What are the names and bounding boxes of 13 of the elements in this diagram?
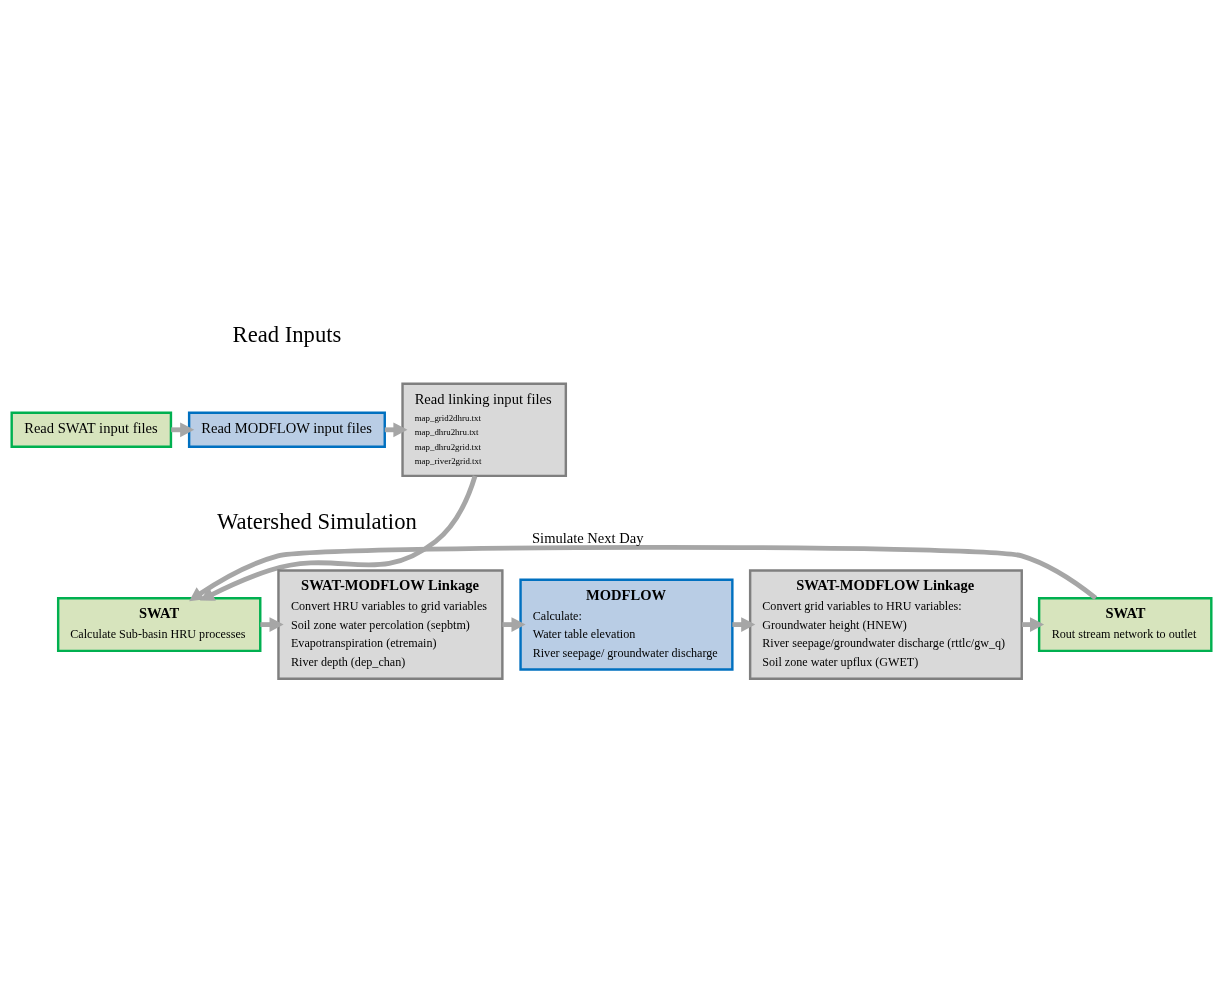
arrow	[199, 475, 478, 601]
edge-label: Simulate Next Day	[532, 529, 644, 546]
node-box: Read SWAT input files	[10, 411, 173, 448]
node-box: MODFLOW Calculate: Water table elevation River seepage/ groundwater discharge	[519, 578, 734, 671]
node-box: Read MODFLOW input files	[187, 411, 386, 448]
node-box: SWAT Calculate Sub-basin HRU processes	[56, 597, 262, 653]
node-box: SWAT-MODFLOW Linkage Convert HRU variables to grid variables Soil zone water percolation (sepbtm) Evapotranspiration (etremain) River depth (dep_chan)	[277, 569, 504, 680]
node-box: SWAT-MODFLOW Linkage Convert grid variables to HRU variables: Groundwater height (HNEW) River seepage/groundwater discharge (rttlc/gw_q) Soil zone water upflux (GWET)	[748, 569, 1023, 680]
node-box: SWAT Rout stream network to outlet	[1037, 597, 1213, 653]
arrow	[189, 545, 1098, 602]
label: Read Inputs	[232, 322, 342, 347]
label: Watershed Simulation	[216, 508, 417, 534]
node-box: Read linking input files map_grid2dhru.txt map_dhru2hru.txt map_dhru2grid.txt map_river2grid.txt	[401, 382, 568, 478]
